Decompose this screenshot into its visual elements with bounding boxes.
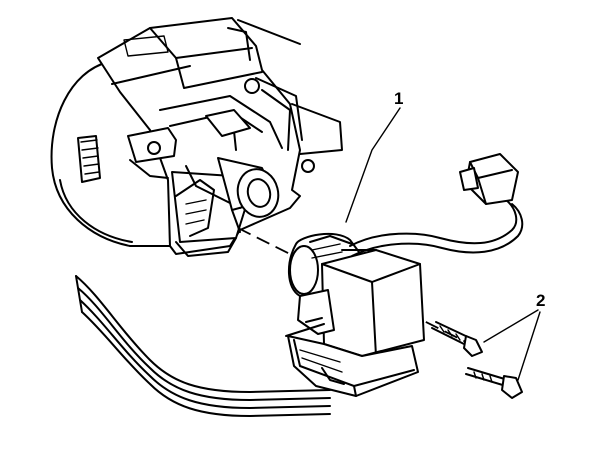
leader-line-2b [517,311,541,381]
callout-1: 1 [394,89,403,108]
lock-cylinder-tube [217,157,280,218]
knurled-knob [77,135,101,183]
steering-column-housing [50,17,343,257]
leader-line-1 [345,107,401,223]
wiring-ribbon-cable [75,275,331,417]
callout-2: 2 [536,291,545,310]
ignition-switch [285,153,524,397]
leader-line-2a [483,309,539,343]
switch-connector [459,153,519,205]
screw-lower [465,367,523,399]
screw-upper [431,321,483,357]
